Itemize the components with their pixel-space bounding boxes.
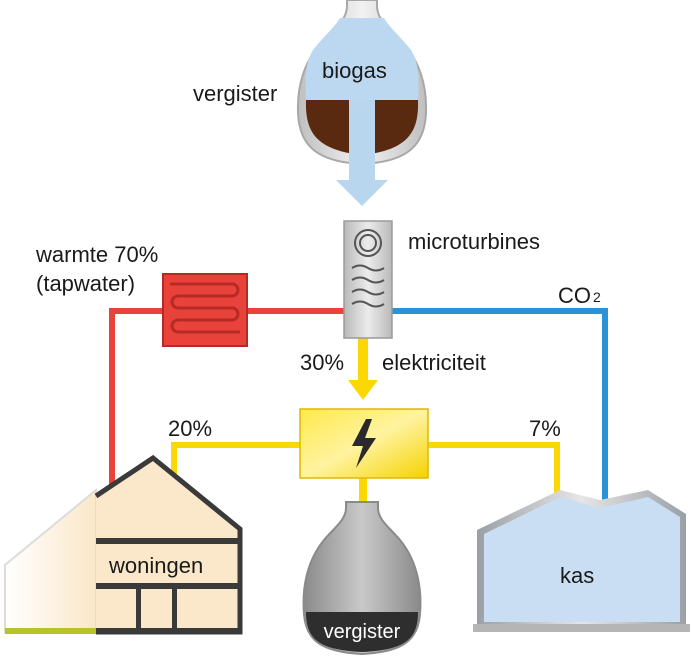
top-digester-label: vergister bbox=[193, 81, 277, 106]
microturbine-unit bbox=[343, 220, 393, 339]
greenhouse-percent: 7% bbox=[529, 416, 561, 441]
turbine-vent-icon bbox=[351, 264, 385, 308]
electricity-percent: 30% bbox=[300, 350, 344, 375]
electricity-box bbox=[299, 408, 429, 479]
heat-sublabel: (tapwater) bbox=[36, 271, 135, 296]
houses-percent: 20% bbox=[168, 416, 212, 441]
heat-flow-line bbox=[109, 308, 344, 510]
electricity-trunk bbox=[358, 338, 368, 382]
bottom-digestate-fill bbox=[306, 612, 418, 652]
electricity-arrowhead bbox=[348, 380, 378, 400]
biogas-flow-arrow bbox=[336, 100, 388, 206]
heat-label: warmte 70% bbox=[35, 242, 158, 267]
co2-flow-line bbox=[392, 308, 608, 512]
houses-building bbox=[4, 454, 243, 635]
bottom-digester bbox=[302, 501, 422, 656]
greenhouse-label: kas bbox=[560, 563, 594, 588]
electricity-label: elektriciteit bbox=[382, 350, 486, 375]
houses-label: woningen bbox=[108, 553, 203, 578]
turbine-fan-icon bbox=[354, 229, 382, 257]
biogas-label: biogas bbox=[322, 58, 387, 83]
heat-exchanger bbox=[162, 273, 248, 347]
heat-coil-icon bbox=[170, 282, 240, 334]
greenhouse-building bbox=[473, 490, 690, 632]
greenhouse-electricity-line bbox=[428, 442, 560, 510]
biogas-fill bbox=[305, 18, 419, 100]
lightning-icon bbox=[352, 419, 376, 468]
bottom-digester-label: vergister bbox=[324, 621, 401, 643]
microturbine-label: microturbines bbox=[408, 229, 540, 254]
